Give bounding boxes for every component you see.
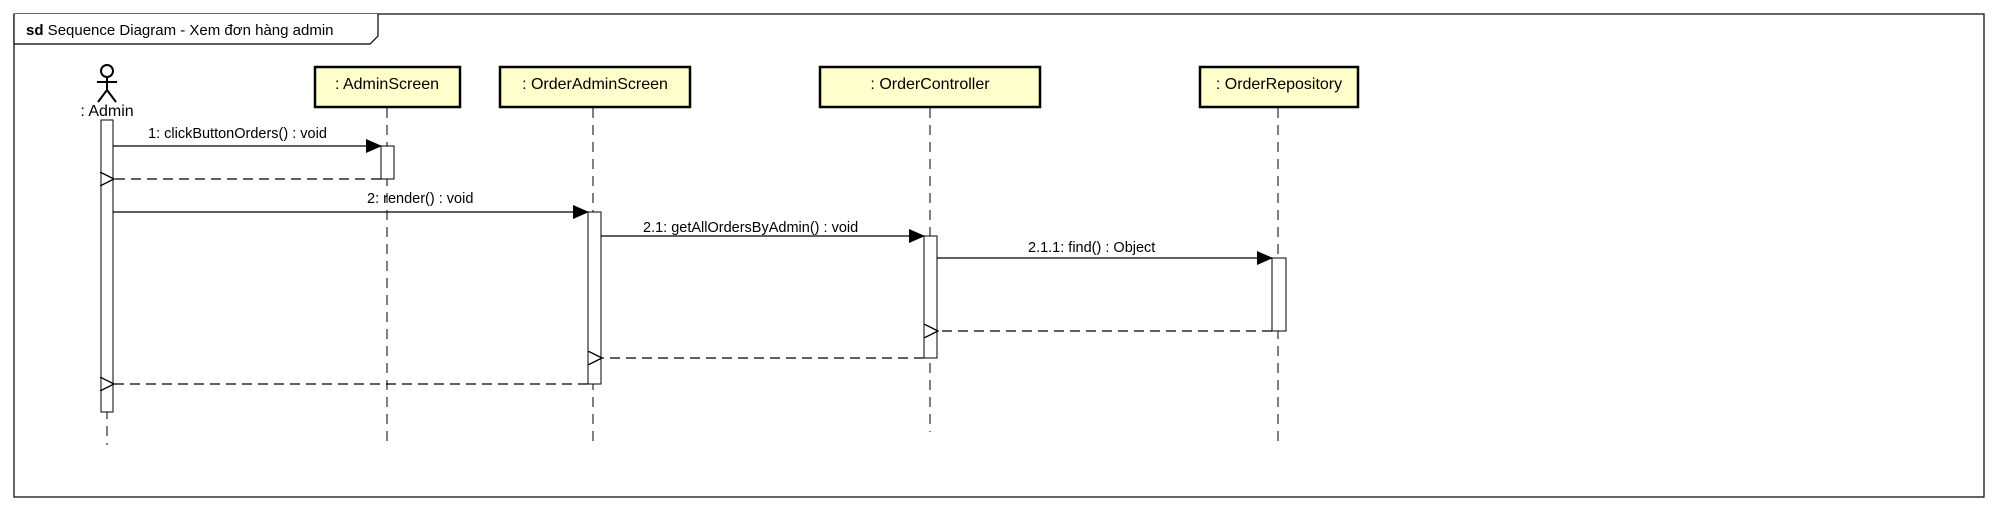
- actor-head: [100, 64, 114, 78]
- message-1[interactable]: 1: clickButtonOrders() : void: [113, 126, 382, 153]
- message-label: 2.1: getAllOrdersByAdmin() : void: [643, 220, 858, 236]
- actor-name: : Admin: [80, 103, 133, 120]
- message-label: 1: clickButtonOrders() : void: [148, 126, 327, 142]
- message-label: 2.1.1: find() : Object: [1028, 240, 1155, 256]
- actor-leg-left: [97, 89, 108, 103]
- actor-admin: : Admin: [80, 64, 134, 120]
- activation-order-controller: [923, 235, 938, 359]
- lifeline-box: [313, 65, 462, 109]
- lifeline-box: [1198, 65, 1360, 109]
- activation-admin-screen: [380, 145, 395, 180]
- lifeline-order-controller[interactable]: : OrderController: [818, 65, 1042, 109]
- frame-title: sd Sequence Diagram - Xem đơn hàng admin: [26, 22, 334, 39]
- lifeline-name: : OrderRepository: [1216, 76, 1342, 93]
- lifeline-name: : OrderAdminScreen: [522, 76, 668, 93]
- lifeline-order-repository[interactable]: : OrderRepository: [1198, 65, 1360, 109]
- activation-admin: [100, 119, 114, 413]
- frame-keyword: sd: [26, 22, 44, 39]
- activation-order-admin-screen: [587, 211, 602, 385]
- activation-order-repository: [1271, 257, 1287, 332]
- message-2[interactable]: 2: render() : void: [113, 191, 589, 219]
- lifeline-name: : AdminScreen: [335, 76, 439, 93]
- message-label: 2: render() : void: [367, 191, 473, 207]
- lifeline-box: [498, 65, 692, 109]
- lifeline-admin-screen[interactable]: : AdminScreen: [313, 65, 462, 109]
- frame-title-tab: [13, 14, 379, 45]
- actor-leg-right: [106, 89, 117, 103]
- lifeline-order-admin-screen[interactable]: : OrderAdminScreen: [498, 65, 692, 109]
- lifeline-name: : OrderController: [870, 76, 990, 93]
- message-2-1-1[interactable]: 2.1.1: find() : Object: [937, 240, 1273, 265]
- lifeline-box: [818, 65, 1042, 109]
- message-2-1[interactable]: 2.1: getAllOrdersByAdmin() : void: [601, 220, 925, 243]
- frame-title-text: Sequence Diagram - Xem đơn hàng admin: [44, 22, 334, 39]
